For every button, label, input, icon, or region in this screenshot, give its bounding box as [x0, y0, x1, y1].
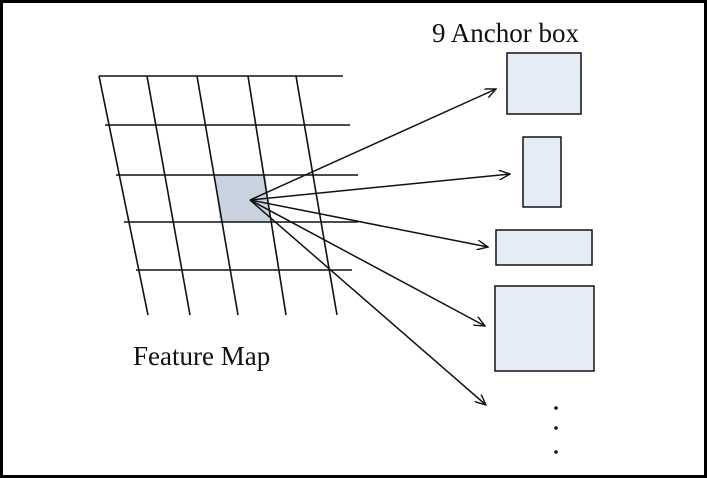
anchor-box-large: [494, 285, 595, 372]
grid-column-line: [146, 75, 191, 316]
highlighted-cell: [214, 175, 270, 222]
anchor-box-square: [506, 52, 582, 115]
feature-map-grid: [98, 75, 358, 316]
feature-map-label: Feature Map: [133, 341, 270, 371]
anchor-box-wide: [495, 229, 593, 266]
anchor-arrows: [249, 89, 510, 405]
arrow-to-more-anchors: [249, 199, 486, 405]
anchor-box-title: 9 Anchor box: [432, 18, 579, 48]
anchor-box-tall: [522, 136, 562, 208]
arrow-to-anchor-4: [249, 199, 485, 326]
grid-column-line: [196, 75, 239, 316]
dot: [554, 406, 558, 410]
arrow-to-anchor-1: [249, 89, 496, 201]
dot: [554, 426, 558, 430]
arrow-to-anchor-2: [249, 174, 510, 201]
dot: [554, 450, 558, 454]
arrow-to-anchor-3: [249, 199, 488, 247]
grid-column-line: [295, 75, 338, 316]
grid-column-line: [247, 75, 287, 316]
grid-column-line: [98, 75, 149, 316]
continuation-dots: [554, 406, 558, 454]
anchor-boxes: [494, 52, 595, 372]
